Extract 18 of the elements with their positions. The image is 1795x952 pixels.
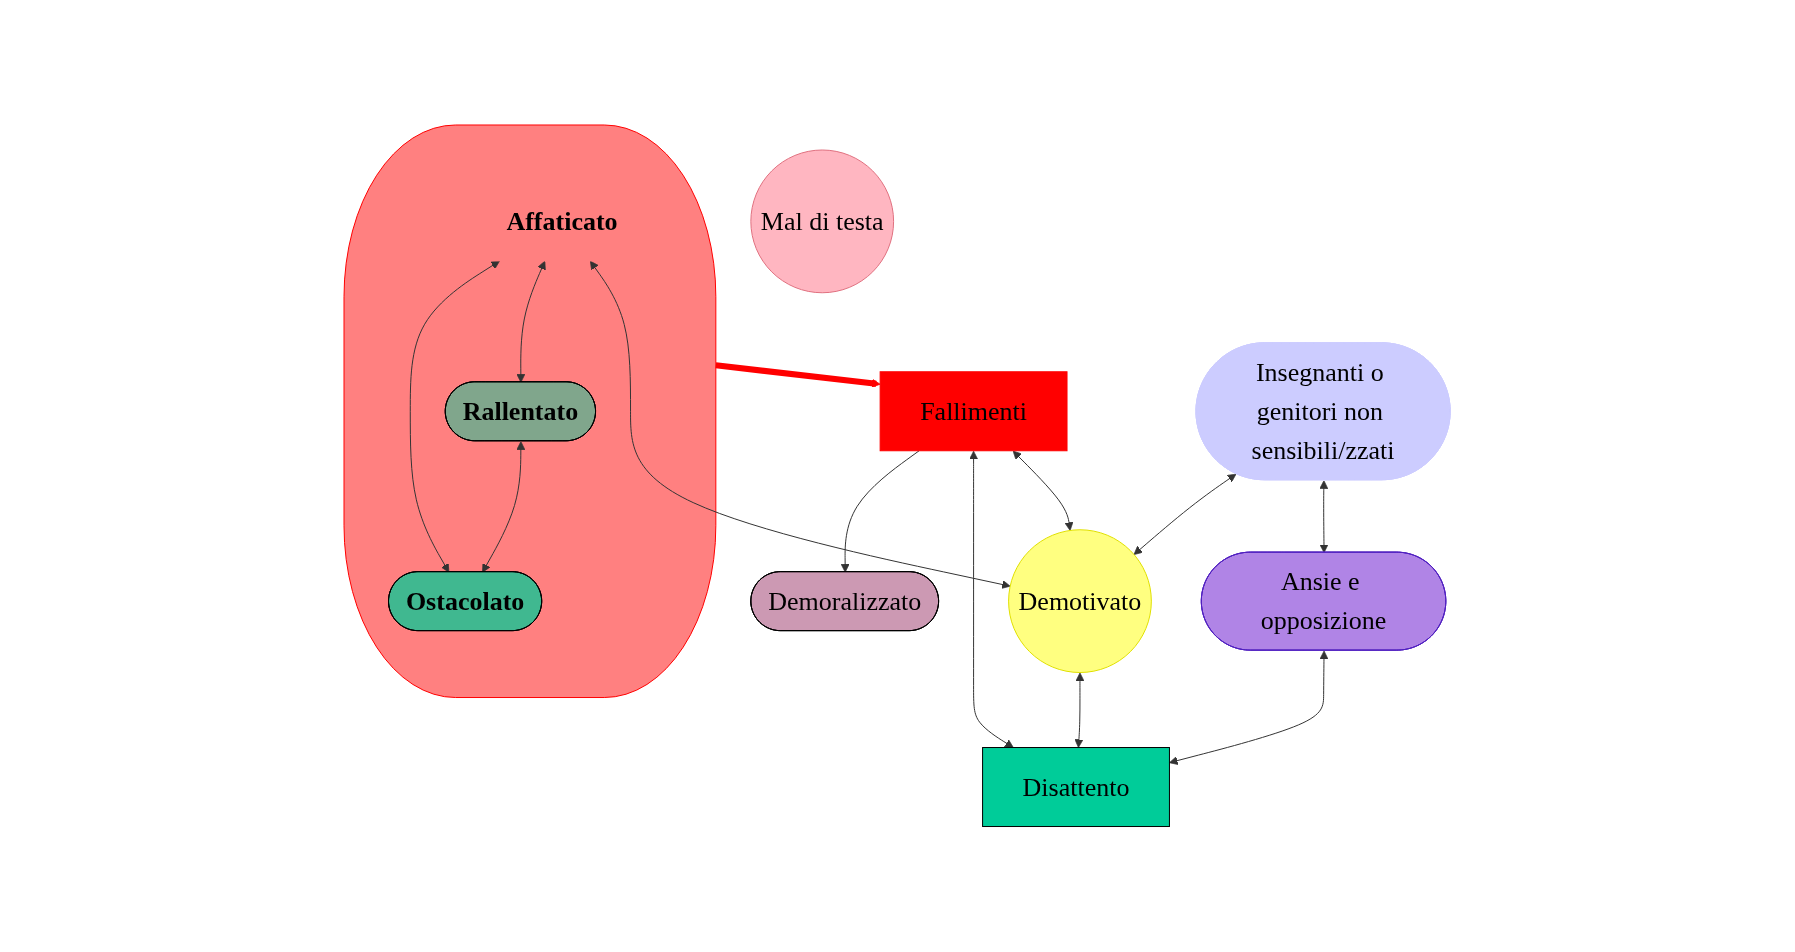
arrow	[1013, 450, 1074, 532]
arrow	[715, 362, 881, 388]
node-circle: Mal di testa	[750, 149, 895, 294]
arrow	[482, 441, 526, 573]
arrow	[516, 261, 547, 383]
node-circle: Demotivato	[1008, 529, 1153, 674]
cluster	[343, 124, 717, 699]
node-box: Disattento	[982, 747, 1171, 828]
arrow	[969, 451, 1015, 749]
arrow	[1169, 650, 1329, 766]
arrow	[1319, 480, 1329, 554]
node-box: Fallimenti	[880, 371, 1068, 452]
arrow	[1074, 672, 1085, 749]
arrow	[590, 261, 1011, 590]
arrow	[410, 260, 501, 573]
arrow	[841, 450, 921, 573]
arrow	[1134, 474, 1237, 556]
node-text: Affaticato	[506, 207, 619, 237]
